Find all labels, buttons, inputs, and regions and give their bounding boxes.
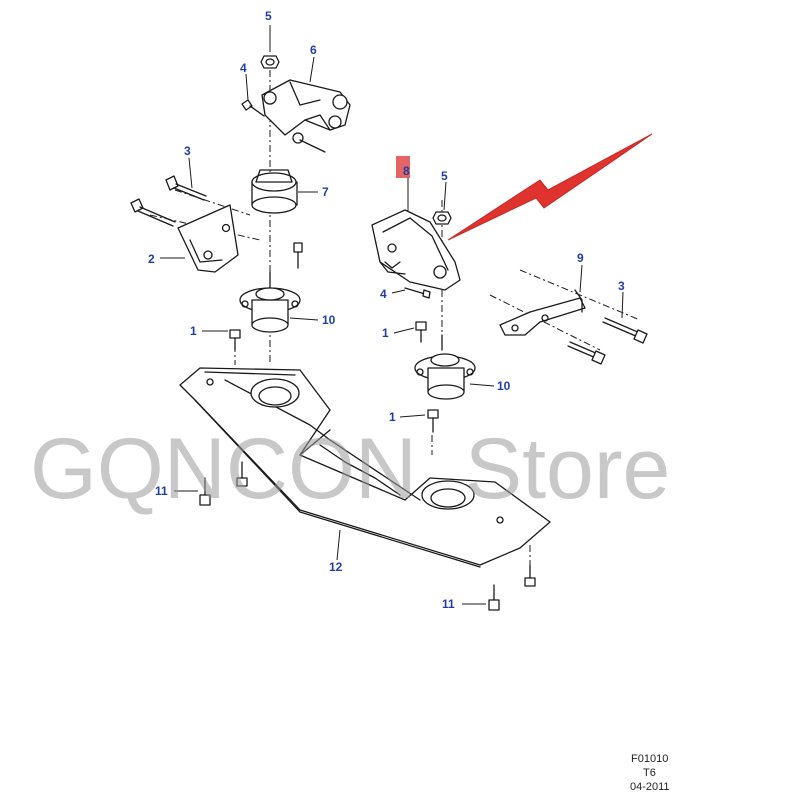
engine-mount-right [414, 334, 476, 400]
callout-11-left: 11 [155, 484, 168, 498]
callout-5-top: 5 [265, 9, 272, 23]
stud-bolt-left [293, 242, 303, 269]
callout-12: 12 [329, 560, 343, 574]
callout-labels: 5 6 4 3 7 2 10 1 8 5 4 9 3 1 10 1 11 12 … [148, 9, 625, 611]
engine-mount-left [239, 271, 301, 333]
upper-mount-bracket [261, 79, 351, 153]
footer-date: 04-2011 [630, 781, 670, 793]
nut-right [432, 211, 452, 225]
leader-lines [160, 25, 624, 605]
bolt-1-right-upper [415, 321, 427, 343]
callout-5-right: 5 [441, 169, 448, 183]
callout-7: 7 [322, 185, 329, 199]
highlight-marker [396, 156, 410, 178]
bolt-11-right [488, 564, 536, 611]
bolt-1-right-lower [427, 409, 439, 433]
bolt-top [241, 99, 265, 117]
callout-10-left: 10 [322, 313, 336, 327]
nut-top [260, 55, 280, 69]
callout-8-overlay: 8 [403, 164, 410, 178]
store-watermark: GQNCON Store [30, 421, 670, 517]
callout-4-top: 4 [240, 61, 247, 75]
right-bracket [499, 289, 648, 365]
callout-6: 6 [310, 43, 317, 57]
callout-1-right-upper: 1 [382, 326, 389, 340]
footer-codes: F01010 T6 04-2011 [630, 753, 670, 793]
callout-2: 2 [148, 252, 155, 266]
callout-11-right: 11 [442, 597, 455, 611]
mount-sleeve [251, 169, 298, 214]
footer-code: F01010 [631, 753, 668, 765]
callout-1-left: 1 [190, 324, 197, 338]
callout-3-right: 3 [618, 279, 625, 293]
callout-9: 9 [577, 251, 584, 265]
bolt-right [404, 287, 431, 299]
left-bracket [130, 175, 239, 273]
callout-3-left: 3 [184, 144, 191, 158]
footer-model: T6 [643, 767, 656, 779]
callout-4-right: 4 [380, 287, 387, 301]
transmission-mount [371, 209, 461, 291]
bolt-11-left [199, 461, 248, 506]
callout-1-right-lower: 1 [389, 410, 396, 424]
bolt-1-left [229, 329, 241, 351]
red-pointer-arrow [447, 133, 653, 241]
crossmember [179, 367, 551, 568]
callout-10-right: 10 [497, 379, 511, 393]
